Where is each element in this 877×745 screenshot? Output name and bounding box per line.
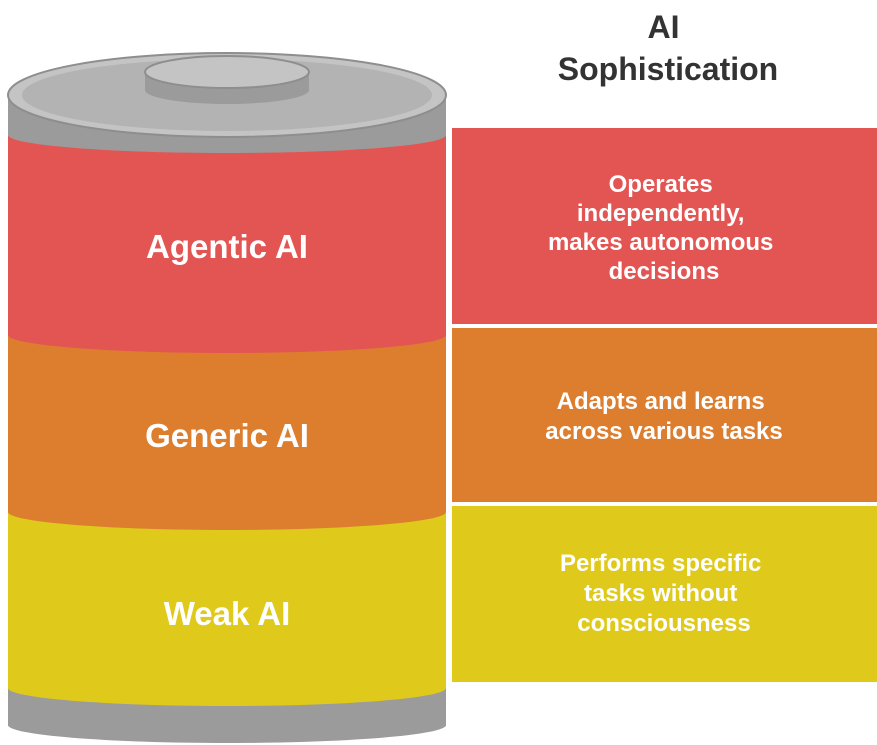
level-label-agentic-ai: Agentic AI	[146, 228, 308, 265]
level-label-generic-ai: Generic AI	[145, 417, 309, 454]
diagram-title: AI Sophistication	[558, 9, 778, 87]
level-segment-generic-ai	[8, 335, 446, 530]
level-segment-agentic-ai	[8, 135, 446, 353]
cylinder-top-cap	[7, 52, 447, 153]
description-agentic-ai: Operates independently, makes autonomous…	[548, 171, 780, 285]
level-label-weak-ai: Weak AI	[164, 595, 291, 632]
level-segment-weak-ai	[8, 512, 446, 706]
description-generic-ai: Adapts and learns across various tasks	[545, 388, 782, 445]
description-box-generic-ai	[452, 328, 877, 502]
description-box-weak-ai	[452, 506, 877, 682]
description-weak-ai: Performs specific tasks without consciou…	[560, 550, 768, 637]
description-box-agentic-ai	[452, 128, 877, 324]
